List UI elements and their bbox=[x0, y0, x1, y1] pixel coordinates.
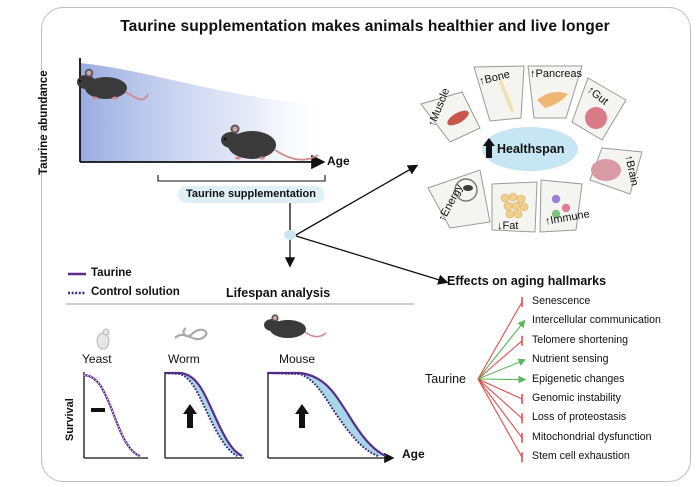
healthspan-label: Healthspan bbox=[497, 142, 565, 156]
mouse-species-icon bbox=[264, 314, 327, 338]
organ-label-pancreas: ↑Pancreas bbox=[530, 68, 582, 80]
yeast-icon bbox=[96, 332, 110, 350]
healthspan-core bbox=[482, 127, 578, 171]
mouse-taurine-curve bbox=[268, 371, 387, 458]
hallmark-connector bbox=[477, 340, 523, 380]
brain-icon bbox=[591, 159, 621, 181]
old-mouse-icon bbox=[221, 124, 319, 161]
legend bbox=[68, 272, 86, 295]
branch-node bbox=[284, 230, 296, 240]
hallmark-item: Genomic instability bbox=[532, 392, 621, 404]
hallmark-item: Mitochondrial dysfunction bbox=[532, 430, 652, 443]
hallmark-item: Epigenetic changes bbox=[532, 372, 625, 385]
figure-title: Taurine supplementation makes animals he… bbox=[120, 18, 610, 35]
worm-survival-plot bbox=[164, 327, 244, 459]
organ-tile-pancreas bbox=[527, 65, 583, 119]
hallmarks-title: Effects on aging hallmarks bbox=[447, 274, 607, 288]
muscle-icon bbox=[447, 110, 469, 126]
hallmark-item: Telomere shortening bbox=[532, 333, 628, 346]
hallmark-connector bbox=[477, 378, 523, 400]
survival-plots bbox=[83, 314, 395, 464]
mouse-survival-plot bbox=[264, 314, 395, 464]
worm-control-curve bbox=[164, 372, 238, 457]
fat-icon bbox=[500, 192, 529, 219]
hallmark-item: Stem cell exhaustion bbox=[532, 450, 630, 463]
organ-tile-immune bbox=[539, 179, 583, 233]
worm-taurine-curve bbox=[165, 371, 243, 457]
hallmark-connector bbox=[477, 358, 527, 380]
young-mouse-icon bbox=[77, 68, 149, 101]
yeast-taurine-curve bbox=[83, 373, 141, 458]
species-label-mouse: Mouse bbox=[279, 352, 316, 366]
immune-icon bbox=[551, 194, 571, 219]
pancreas-icon bbox=[537, 92, 568, 108]
worm-gain-area bbox=[165, 373, 242, 456]
abundance-panel bbox=[77, 58, 330, 182]
worm-icon bbox=[174, 327, 208, 341]
hallmark-item: Loss of proteostasis bbox=[532, 411, 627, 424]
survival-y-label: Survival bbox=[64, 398, 76, 441]
hallmark-connector bbox=[477, 375, 527, 384]
organ-label-fat: ↓Fat bbox=[497, 220, 519, 232]
healthspan-wheel bbox=[420, 54, 643, 238]
running-wheel-icon bbox=[454, 178, 478, 202]
flow-arrows bbox=[284, 164, 449, 285]
yeast-survival-plot bbox=[83, 328, 148, 459]
arrow-to-healthspan bbox=[295, 164, 419, 236]
taurine-supplementation-label: Taurine supplementation bbox=[178, 186, 324, 203]
yeast-control-curve bbox=[83, 374, 141, 457]
bone-icon bbox=[498, 78, 514, 112]
supplementation-bracket bbox=[157, 175, 326, 182]
hallmark-item: Senescence bbox=[532, 295, 591, 307]
species-label-yeast: Yeast bbox=[82, 352, 112, 366]
legend-control-label: Control solution bbox=[91, 286, 180, 298]
hallmark-connector bbox=[477, 378, 523, 458]
mouse-control-curve bbox=[267, 372, 379, 457]
hallmarks-source-label: Taurine bbox=[425, 372, 466, 386]
hallmark-connector bbox=[477, 319, 526, 380]
hallmark-connector bbox=[477, 378, 523, 419]
hallmark-connectors bbox=[477, 297, 527, 463]
hallmark-connector bbox=[477, 378, 523, 439]
yeast-no-change-icon bbox=[91, 408, 105, 412]
hallmark-connector bbox=[477, 301, 523, 380]
legend-taurine-label: Taurine bbox=[91, 267, 132, 279]
abundance-x-label: Age bbox=[327, 154, 350, 168]
hallmark-item: Nutrient sensing bbox=[532, 353, 609, 366]
mouse-gain-area bbox=[268, 373, 386, 456]
survival-x-label: Age bbox=[402, 447, 425, 461]
abundance-y-label: Taurine abundance bbox=[38, 70, 50, 175]
species-label-worm: Worm bbox=[168, 352, 200, 366]
worm-increase-arrow bbox=[183, 404, 197, 428]
hallmark-item: Intercellular communication bbox=[532, 314, 661, 327]
arrow-to-hallmarks bbox=[295, 235, 449, 285]
gut-icon bbox=[585, 107, 607, 129]
abundance-area bbox=[80, 63, 330, 162]
healthspan-up-arrow bbox=[483, 138, 495, 158]
organ-tile-muscle bbox=[420, 91, 481, 143]
mouse-increase-arrow bbox=[295, 404, 309, 428]
lifespan-title: Lifespan analysis bbox=[226, 286, 331, 300]
